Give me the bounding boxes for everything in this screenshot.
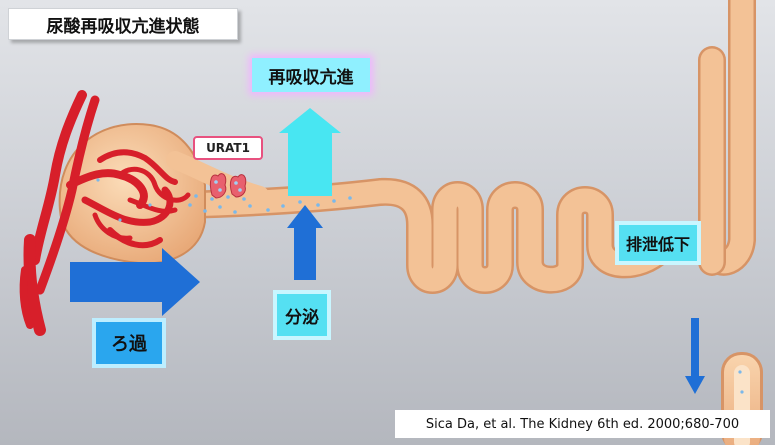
secretion-arrow [287, 205, 323, 280]
urate-on-transporter [214, 180, 242, 192]
excretion-label: 排泄低下 [619, 225, 697, 261]
citation-text: Sica Da, et al. The Kidney 6th ed. 2000;… [395, 410, 770, 438]
urat1-label: URAT1 [193, 136, 263, 160]
secretion-label: 分泌 [277, 294, 327, 336]
urate-dots [96, 178, 744, 416]
filtration-arrow [70, 248, 200, 316]
glomerulus [19, 90, 191, 336]
excretion-arrow [685, 318, 705, 394]
reabsorption-label: 再吸収亢進 [252, 58, 370, 92]
filtration-label: ろ過 [96, 322, 162, 364]
reabsorption-arrow [279, 108, 341, 196]
page-title: 尿酸再吸収亢進状態 [8, 8, 238, 40]
urat1-transporter-shapes [209, 173, 247, 199]
